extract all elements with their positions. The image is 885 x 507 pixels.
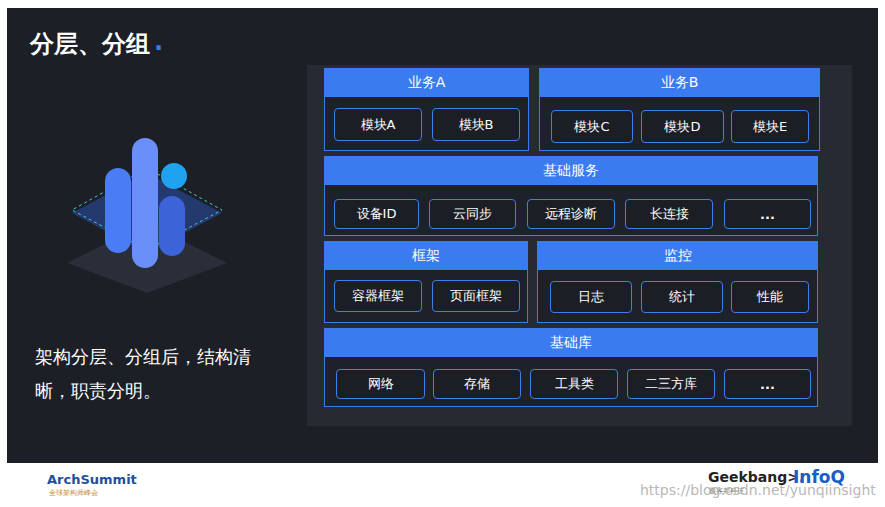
module-label: 云同步 bbox=[453, 205, 492, 223]
module-box: 长连接 bbox=[625, 199, 713, 229]
module-box: 模块A bbox=[334, 108, 422, 141]
group-header: 业务A bbox=[325, 69, 528, 97]
module-box: 模块D bbox=[641, 110, 724, 143]
module-box: ... bbox=[724, 369, 811, 399]
module-box: ... bbox=[724, 199, 811, 229]
slide-caption: 架构分层、分组后，结构清晰，职责分明。 bbox=[35, 340, 257, 408]
module-box: 工具类 bbox=[530, 369, 618, 399]
module-label: 性能 bbox=[757, 288, 783, 306]
layer-group: 基础库网络 存储 工具类 二三方库... bbox=[324, 328, 818, 407]
layer-group: 业务A 模块A 模块B bbox=[324, 68, 529, 151]
module-label: 容器框架 bbox=[352, 287, 404, 305]
module-box: 容器框架 bbox=[334, 280, 422, 312]
watermark: https://blog.csdn.net/yunqiinsight bbox=[640, 482, 876, 498]
module-label: 日志 bbox=[578, 288, 604, 306]
module-box: 日志 bbox=[550, 281, 632, 313]
logo-subtext: 全球架构师峰会 bbox=[49, 488, 98, 498]
module-label: 网络 bbox=[368, 375, 394, 393]
module-label: 模块A bbox=[361, 116, 396, 134]
module-box: 远程诊断 bbox=[527, 199, 615, 229]
module-label: 设备ID bbox=[357, 205, 397, 223]
title-dot: . bbox=[154, 28, 163, 56]
module-box: 存储 bbox=[433, 369, 521, 399]
module-box: 网络 bbox=[336, 369, 425, 399]
module-label: 存储 bbox=[464, 375, 490, 393]
module-label: ... bbox=[760, 207, 775, 222]
module-label: 二三方库 bbox=[645, 375, 697, 393]
module-box: 统计 bbox=[641, 281, 723, 313]
module-label: 模块B bbox=[459, 116, 494, 134]
module-label: 模块C bbox=[574, 118, 609, 136]
module-box: 性能 bbox=[731, 281, 809, 313]
module-label: 远程诊断 bbox=[545, 205, 597, 223]
layer-group: 业务B 模块C 模块D 模块E bbox=[539, 68, 820, 151]
module-label: 统计 bbox=[669, 288, 695, 306]
module-box: 二三方库 bbox=[627, 369, 715, 399]
slide-title: 分层、分组 bbox=[30, 28, 150, 60]
module-label: 工具类 bbox=[555, 375, 594, 393]
group-header: 框架 bbox=[325, 242, 527, 270]
module-label: 页面框架 bbox=[450, 287, 502, 305]
module-box: 云同步 bbox=[429, 199, 516, 229]
layer-group: 基础服务设备ID 云同步 远程诊断 长连接... bbox=[324, 156, 818, 236]
module-box: 模块B bbox=[432, 108, 520, 141]
group-header: 基础服务 bbox=[325, 157, 817, 185]
module-label: 模块E bbox=[753, 118, 787, 136]
module-label: 模块D bbox=[664, 118, 700, 136]
module-label: 长连接 bbox=[650, 205, 689, 223]
layer-group: 框架容器框架 页面框架 bbox=[324, 241, 528, 323]
layer-group: 监控日志 统计 性能 bbox=[537, 241, 818, 323]
group-header: 基础库 bbox=[325, 329, 817, 357]
bar-illustration bbox=[57, 128, 237, 298]
module-box: 页面框架 bbox=[432, 280, 520, 312]
module-box: 模块E bbox=[731, 110, 809, 143]
logo-text: ArchSummit bbox=[47, 472, 137, 487]
module-box: 模块C bbox=[551, 110, 633, 143]
group-header: 监控 bbox=[538, 242, 817, 270]
group-header: 业务B bbox=[540, 69, 819, 97]
module-label: ... bbox=[760, 377, 775, 392]
module-box: 设备ID bbox=[334, 199, 419, 229]
